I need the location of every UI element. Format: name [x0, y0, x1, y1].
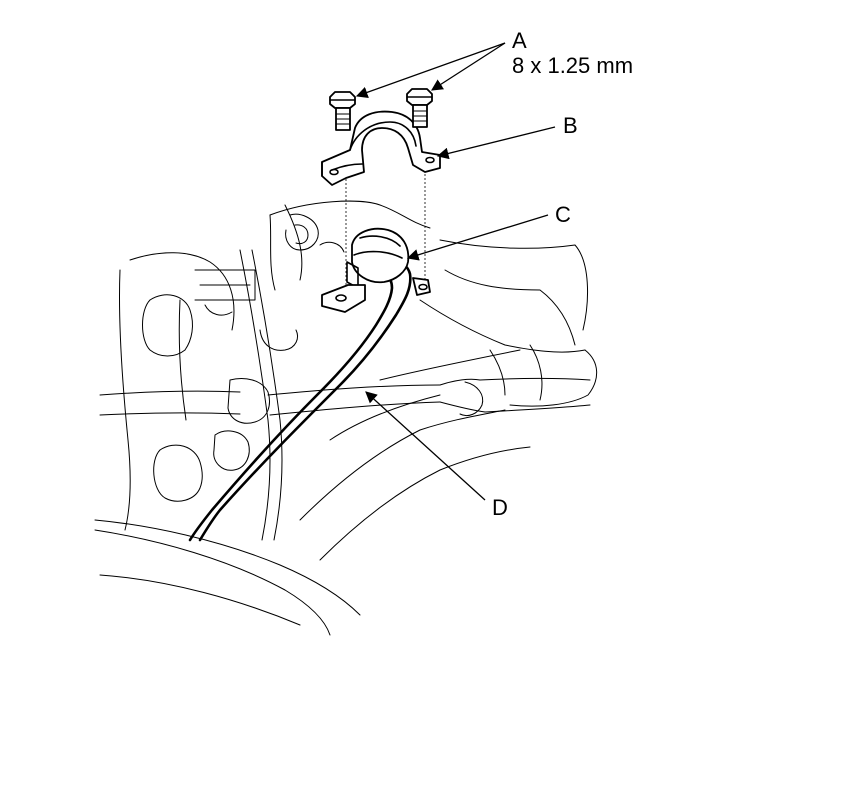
- stabilizer-bar: [188, 260, 412, 542]
- alignment-lines: [345, 170, 426, 290]
- suspension-background: [94, 200, 598, 636]
- mounting-plate: [321, 277, 431, 313]
- bolt-left: [329, 91, 356, 131]
- callout-a-label: A: [512, 28, 527, 53]
- bracket: [321, 110, 441, 186]
- bolt-right: [406, 88, 433, 128]
- leader-lines: [355, 42, 556, 501]
- callout-d-label: D: [492, 495, 508, 520]
- bushing: [346, 227, 410, 289]
- callout-c-label: C: [555, 202, 571, 227]
- callout-a-bolt-spec: 8 x 1.25 mm: [512, 53, 634, 78]
- callout-b-label: B: [563, 113, 578, 138]
